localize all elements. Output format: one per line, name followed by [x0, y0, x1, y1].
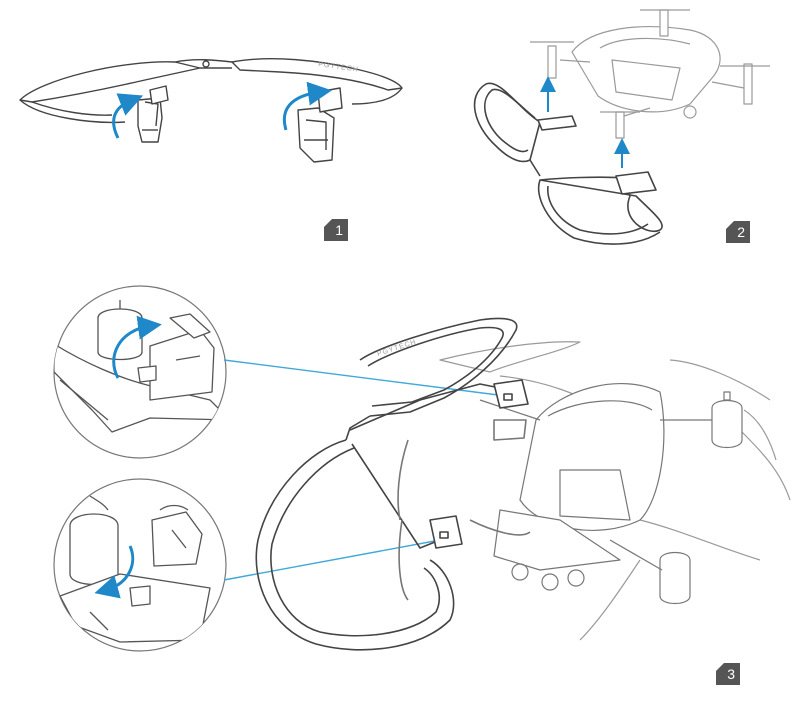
detail-circle-bottom — [54, 479, 226, 651]
step-number: 1 — [335, 222, 343, 238]
step-3-guard-illustration: PGYTECH — [256, 318, 530, 649]
step-1-guard-illustration: PGYTECH — [20, 59, 402, 162]
guard-brand-text: PGYTECH — [318, 61, 359, 74]
guard-brand-text: PGYTECH — [376, 339, 417, 358]
detail-circle-top — [54, 286, 230, 458]
rotate-arrow-icon — [114, 100, 132, 138]
step-number: 2 — [737, 224, 745, 240]
step-number: 3 — [727, 666, 735, 682]
